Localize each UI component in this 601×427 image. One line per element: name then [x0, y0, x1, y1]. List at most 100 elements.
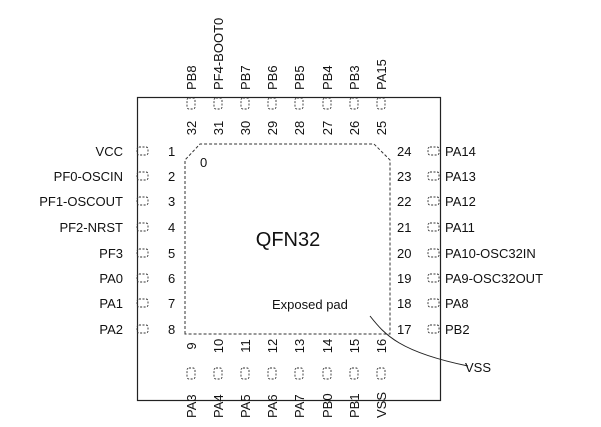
pin-label-5: PF3: [99, 246, 123, 261]
pin-label-26: PB3: [347, 65, 362, 90]
pin-number-22: 22: [397, 194, 411, 209]
pin-pad-8: [136, 324, 149, 334]
pin-label-1: VCC: [96, 144, 123, 159]
pin-pad-22: [427, 196, 440, 206]
pin-label-31: PF4-BOOT0: [211, 18, 226, 90]
pin-pad-3: [136, 196, 149, 206]
pin-label-28: PB5: [292, 65, 307, 90]
pin-label-21: PA11: [445, 220, 475, 235]
pin-label-13: PA7: [292, 394, 307, 418]
pin-pad-1: [136, 146, 149, 156]
pin-number-30: 30: [238, 121, 253, 135]
pin-pad-29: [267, 97, 277, 110]
pin-number-26: 26: [347, 121, 362, 135]
pin-number-12: 12: [265, 339, 280, 353]
pin-number-13: 13: [292, 339, 307, 353]
pin-label-12: PA6: [265, 394, 280, 418]
pin-pad-20: [427, 248, 440, 258]
exposed-pad-pin-label: VSS: [465, 360, 491, 375]
pin-number-11: 11: [238, 339, 253, 353]
pin-label-7: PA1: [99, 296, 123, 311]
pin-number-15: 15: [347, 339, 362, 353]
package-outline: [136, 96, 442, 402]
pin-label-29: PB6: [265, 65, 280, 90]
pin-pad-14: [322, 367, 332, 380]
pin-number-5: 5: [168, 246, 175, 261]
pin-number-14: 14: [320, 339, 335, 353]
pin-number-7: 7: [168, 296, 175, 311]
pin-pad-24: [427, 146, 440, 156]
pin-label-14: PB0: [320, 393, 335, 418]
pin-label-23: PA13: [445, 169, 476, 184]
pins-group: 1VCC2PF0-OSCIN3PF1-OSCOUT4PF2-NRST5PF36P…: [39, 18, 543, 418]
pin-pad-18: [427, 298, 440, 308]
pin-pad-5: [136, 248, 149, 258]
pin-number-4: 4: [168, 220, 175, 235]
pin-label-6: PA0: [99, 271, 123, 286]
pin-pad-32: [186, 97, 196, 110]
pin-number-21: 21: [397, 220, 411, 235]
pin-pad-17: [427, 324, 440, 334]
pin-pad-19: [427, 273, 440, 283]
pin-label-8: PA2: [99, 322, 123, 337]
pin-pad-10: [213, 367, 223, 380]
pin1-marker: 0: [200, 155, 207, 170]
pin-pad-9: [186, 367, 196, 380]
pin-label-27: PB4: [320, 65, 335, 90]
pin-pad-25: [376, 97, 386, 110]
vss-leader-line: [369, 315, 469, 367]
pin-pad-31: [213, 97, 223, 110]
pin-number-27: 27: [320, 121, 335, 135]
pin-pad-13: [294, 367, 304, 380]
pin-label-25: PA15: [374, 59, 389, 90]
package-title: QFN32: [256, 229, 320, 251]
pin-number-25: 25: [374, 121, 389, 135]
pin-label-15: PB1: [347, 393, 362, 418]
pin-number-19: 19: [397, 271, 411, 286]
pin-number-28: 28: [292, 121, 307, 135]
pin-label-9: PA3: [184, 394, 199, 418]
pin-pad-23: [427, 171, 440, 181]
pin-number-18: 18: [397, 296, 411, 311]
pin-pad-12: [267, 367, 277, 380]
pin-pad-6: [136, 273, 149, 283]
pin-number-32: 32: [184, 121, 199, 135]
pin-number-10: 10: [211, 339, 226, 353]
pin-pad-21: [427, 222, 440, 232]
pin-label-2: PF0-OSCIN: [54, 169, 123, 184]
exposed-pad-outline: [184, 143, 391, 335]
pin-label-4: PF2-NRST: [59, 220, 123, 235]
pin-label-17: PB2: [445, 322, 470, 337]
pin-number-2: 2: [168, 169, 175, 184]
pin-pad-11: [240, 367, 250, 380]
pin-label-22: PA12: [445, 194, 476, 209]
pin-label-11: PA5: [238, 394, 253, 418]
pin-pad-2: [136, 171, 149, 181]
pin-number-16: 16: [374, 339, 389, 353]
pin-label-10: PA4: [211, 394, 226, 418]
pin-number-24: 24: [397, 144, 411, 159]
pin-number-3: 3: [168, 194, 175, 209]
pin-pad-28: [294, 97, 304, 110]
pin-label-24: PA14: [445, 144, 476, 159]
pin-label-16: VSS: [374, 392, 389, 418]
pin-number-29: 29: [265, 121, 280, 135]
pin-label-18: PA8: [445, 296, 469, 311]
pin-number-9: 9: [184, 342, 199, 349]
pin-pad-27: [322, 97, 332, 110]
pin-label-19: PA9-OSC32OUT: [445, 271, 543, 286]
pin-label-32: PB8: [184, 65, 199, 90]
pin-pad-26: [349, 97, 359, 110]
pin-number-8: 8: [168, 322, 175, 337]
exposed-pad-label: Exposed pad: [272, 297, 348, 312]
pin-number-20: 20: [397, 246, 411, 261]
pin-label-3: PF1-OSCOUT: [39, 194, 123, 209]
pin-pad-15: [349, 367, 359, 380]
pin-pad-4: [136, 222, 149, 232]
pin-number-23: 23: [397, 169, 411, 184]
pin-label-20: PA10-OSC32IN: [445, 246, 536, 261]
pin-pad-30: [240, 97, 250, 110]
pin-pad-7: [136, 298, 149, 308]
pin-pad-16: [376, 367, 386, 380]
